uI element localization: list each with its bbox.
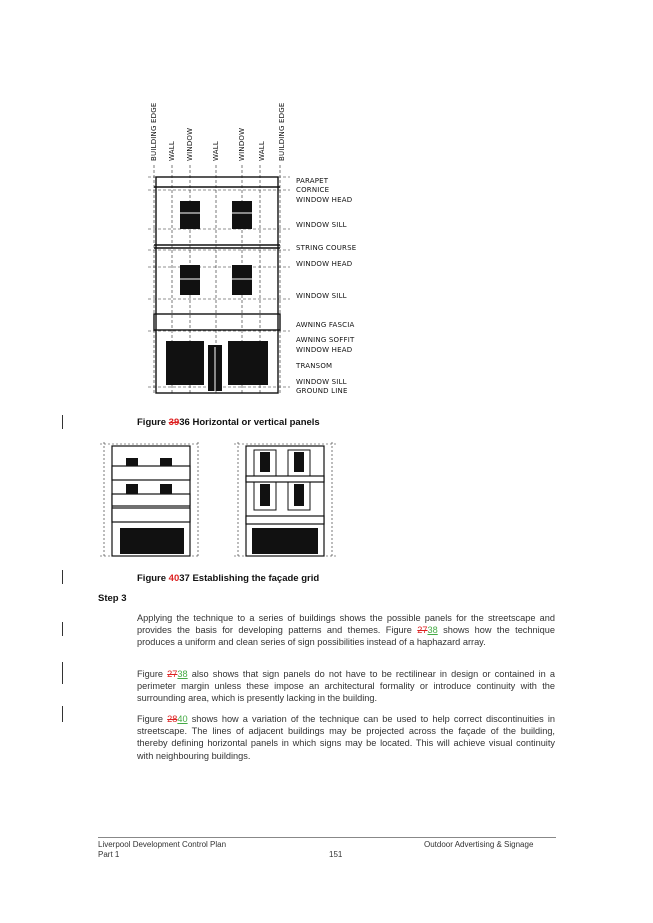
vlabel: WINDOW: [238, 128, 246, 161]
inserted-ref: 40: [177, 714, 188, 724]
side-label: TRANSOM: [295, 362, 332, 370]
caption-prefix: Figure: [137, 573, 169, 584]
inserted-ref: 38: [177, 669, 188, 679]
deleted-ref: 27: [417, 625, 428, 636]
vlabel: BUILDING EDGE: [150, 103, 158, 162]
facade-sketch: BUILDING EDGE WALL WINDOW WALL WINDOW WA…: [148, 103, 356, 395]
para-text: Figure: [137, 669, 168, 679]
deleted-ref: 28: [167, 714, 178, 724]
side-label: WINDOW HEAD: [296, 260, 352, 268]
caption-text: Establishing the façade grid: [189, 573, 320, 584]
caption-inserted: 36: [179, 417, 190, 428]
para-text: also shows that sign panels do not have …: [137, 669, 555, 704]
side-label: GROUND LINE: [296, 387, 348, 395]
para-text: shows how the technique produces a unifo…: [137, 625, 555, 648]
para-text: shows how a variation of the technique c…: [137, 714, 555, 761]
side-label: WINDOW SILL: [296, 292, 347, 300]
side-label: WINDOW SILL: [296, 378, 347, 386]
vlabel: BUILDING EDGE: [278, 103, 286, 162]
side-label: AWNING FASCIA: [296, 321, 354, 329]
side-label: WINDOW SILL: [296, 221, 347, 229]
side-label: CORNICE: [296, 186, 329, 194]
para-text: Figure: [137, 714, 168, 724]
paragraph-1: Applying the technique to a series of bu…: [137, 612, 555, 649]
footer-rule: [98, 837, 556, 838]
vlabel: WALL: [258, 141, 266, 161]
caption-prefix: Figure: [137, 417, 169, 428]
caption-inserted: 40: [168, 573, 180, 584]
side-label: WINDOW HEAD: [296, 346, 352, 354]
vlabel: WINDOW: [186, 128, 194, 161]
side-label: AWNING SOFFIT: [296, 336, 355, 344]
side-labels: PARAPET CORNICE WINDOW HEAD WINDOW SILL …: [295, 177, 356, 395]
change-bar: [62, 570, 63, 584]
step-heading: Step 3: [98, 593, 127, 604]
facade-grid-sketch: [100, 442, 336, 558]
deleted-ref: 27: [167, 669, 178, 679]
side-label: WINDOW HEAD: [296, 196, 352, 204]
footer-right: Outdoor Advertising & Signage: [424, 840, 534, 849]
caption-original: 37: [179, 573, 190, 584]
caption-deleted: 39: [168, 417, 180, 428]
page-number: 151: [329, 850, 343, 859]
side-label: PARAPET: [296, 177, 329, 185]
vlabel: WALL: [168, 141, 176, 161]
figure-caption-1: Figure 3936 Horizontal or vertical panel…: [137, 417, 320, 428]
change-bar: [62, 415, 63, 429]
vlabel: WALL: [212, 141, 220, 161]
caption-text: Horizontal or vertical panels: [189, 417, 320, 428]
change-bar: [62, 662, 63, 684]
paragraph-2: Figure 2738 also shows that sign panels …: [137, 668, 555, 705]
change-bar: [62, 622, 63, 636]
change-bar: [62, 706, 63, 722]
side-label: STRING COURSE: [296, 244, 356, 252]
footer-left-1: Liverpool Development Control Plan: [98, 840, 227, 849]
paragraph-3: Figure 2840 shows how a variation of the…: [137, 713, 555, 762]
para-text: Applying the technique to a series of bu…: [137, 613, 555, 636]
inserted-ref: 38: [427, 625, 438, 636]
vertical-labels: BUILDING EDGE WALL WINDOW WALL WINDOW WA…: [150, 103, 286, 162]
figure-caption-2: Figure 4037 Establishing the façade grid: [137, 573, 319, 584]
footer-left-2: Part 1: [98, 850, 120, 859]
